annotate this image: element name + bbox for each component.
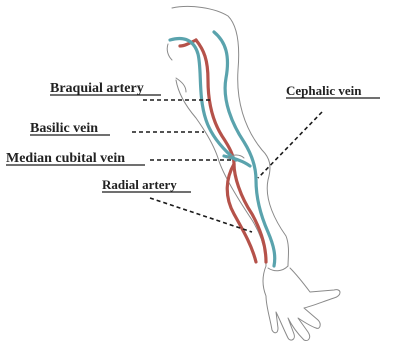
arm-inner-contour (176, 80, 266, 266)
hand-outline (263, 266, 340, 341)
vessels (170, 32, 275, 266)
label-radial-artery: Radial artery (102, 177, 177, 192)
arm-outline (167, 6, 340, 340)
brachial-artery-line (196, 40, 266, 262)
label-cephalic-vein: Cephalic vein (286, 83, 362, 98)
label-cephalic-vein-group: Cephalic vein (258, 83, 380, 178)
leader-radial-artery (150, 198, 252, 232)
label-median-cubital-vein: Median cubital vein (6, 151, 125, 166)
label-braquial-artery: Braquial artery (50, 81, 144, 96)
label-basilic-vein: Basilic vein (30, 121, 98, 136)
label-median-cubital-vein-group: Median cubital vein (6, 151, 232, 166)
label-basilic-vein-group: Basilic vein (30, 121, 204, 136)
label-braquial-artery-group: Braquial artery (50, 81, 212, 100)
leader-cephalic-vein (258, 112, 322, 178)
armpit-fold (167, 44, 172, 60)
wrist-line (268, 266, 288, 271)
arm-outer-contour (172, 6, 289, 266)
